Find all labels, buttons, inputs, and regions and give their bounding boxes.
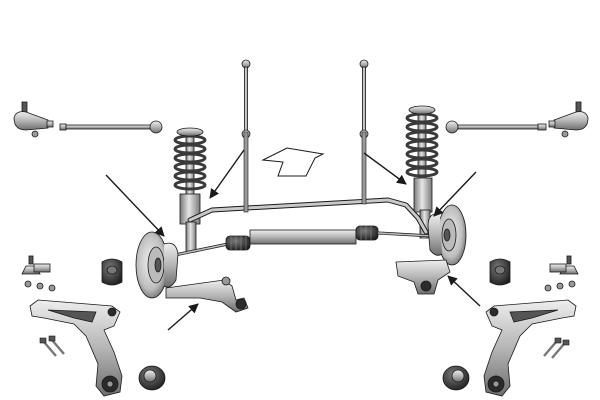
stabilizer-bushing-left	[101, 258, 123, 286]
control-arm-left	[29, 299, 123, 397]
stabilizer-link-right	[359, 59, 369, 139]
direction-arrow	[261, 147, 325, 177]
steering-rack	[169, 225, 433, 258]
ball-joint-left	[21, 255, 56, 292]
tie-rod-end-left	[13, 101, 54, 138]
control-arm-right	[483, 299, 577, 397]
brake-disc-right	[427, 204, 467, 266]
pointer-arrows	[105, 149, 481, 331]
stabilizer-link-left	[241, 59, 251, 139]
tie-rod-end-right	[548, 101, 589, 138]
control-arm-installed-right	[395, 259, 451, 295]
pointer-arrow-2	[209, 149, 245, 199]
control-arm-bushing-left	[138, 365, 166, 391]
pointer-arrow-1	[105, 174, 165, 237]
pointer-arrow-5	[167, 303, 199, 331]
ball-joint-right	[544, 255, 579, 292]
pointer-arrow-4	[433, 171, 477, 217]
strut-spring-left	[173, 127, 207, 253]
control-arm-installed-left	[165, 276, 249, 313]
pointer-arrow-3	[363, 152, 407, 185]
stabilizer-bushing-right	[489, 258, 511, 286]
bolts-left	[39, 335, 65, 357]
brake-disc-left	[135, 231, 179, 299]
inner-tie-rod-right	[445, 120, 547, 134]
strut-spring-right	[405, 105, 439, 239]
control-arm-bushing-right	[442, 365, 470, 391]
bolts-right	[543, 337, 570, 359]
inner-tie-rod-left	[59, 120, 163, 134]
stabilizer-bar	[187, 131, 429, 235]
pointer-arrow-6	[447, 275, 481, 307]
